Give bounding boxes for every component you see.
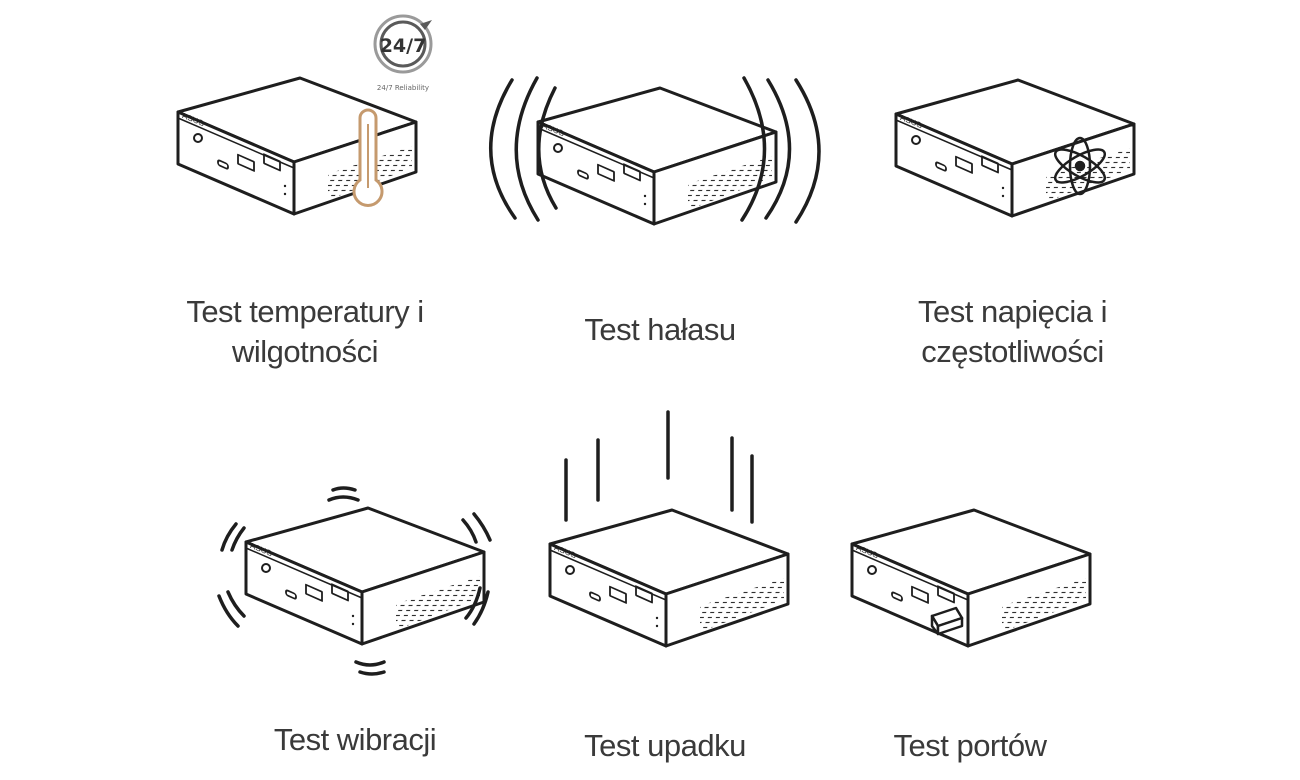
caption-line: Test hałasu (584, 312, 736, 347)
caption-line: częstotliwości (921, 334, 1104, 369)
device-noise (489, 76, 821, 226)
caption-line: Test napięcia i (918, 294, 1107, 329)
device-vibration (217, 486, 492, 676)
caption-vibration: Test wibracji (240, 720, 470, 760)
caption-ports: Test portów (850, 726, 1090, 766)
device-drop (548, 410, 790, 648)
caption-temperature: Test temperatury i wilgotności (160, 292, 450, 372)
atom-icon (1053, 136, 1107, 196)
usb-stick-icon (930, 606, 964, 636)
caption-noise: Test hałasu (530, 310, 790, 350)
caption-voltage: Test napięcia i częstotliwości (880, 292, 1145, 372)
caption-line: Test upadku (584, 728, 746, 763)
thermometer-icon (352, 108, 384, 207)
caption-drop: Test upadku (545, 726, 785, 766)
badge-main-text: 24/7 (380, 35, 427, 57)
reliability-badge-icon: 24/7 24/7 Reliability (373, 14, 433, 92)
caption-line: wilgotności (231, 334, 379, 369)
caption-line: Test temperatury i (186, 294, 424, 329)
vibration-lines-icon (217, 486, 492, 676)
sound-waves-icon (489, 76, 821, 224)
badge-sub-text: 24/7 Reliability (377, 84, 429, 92)
falling-lines-icon (564, 410, 754, 524)
caption-line: Test wibracji (273, 722, 437, 757)
device-ports (850, 508, 1092, 648)
caption-line: Test portów (893, 728, 1047, 763)
device-temperature: 24/7 24/7 Reliability (176, 14, 433, 216)
device-voltage (894, 78, 1136, 218)
